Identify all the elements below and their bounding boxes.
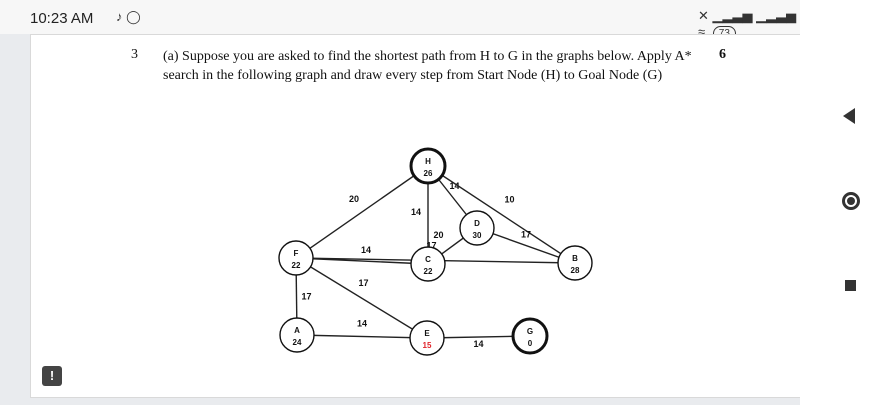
node-heuristic-G: 0: [528, 339, 533, 348]
alert-icon[interactable]: !: [42, 366, 62, 386]
node-F: [278, 240, 314, 276]
recent-apps-icon[interactable]: [845, 280, 856, 291]
home-icon[interactable]: [842, 192, 860, 210]
whatsapp-icon: ◯: [126, 9, 141, 24]
node-D: [459, 210, 495, 246]
edge-weight-C-D: 20: [433, 230, 443, 240]
status-time: 10:23 AM: [30, 10, 94, 27]
signal-icon-2: ▁▂▃▅: [756, 8, 797, 23]
document-page: 3 (a) Suppose you are asked to find the …: [30, 34, 802, 398]
node-heuristic-H: 26: [424, 169, 433, 178]
tiktok-icon: ♪: [116, 9, 123, 24]
node-heuristic-D: 30: [473, 231, 482, 240]
node-heuristic-B: 28: [571, 266, 580, 275]
edge-weight-F-E: 17: [358, 278, 368, 288]
edge-H-B: [427, 165, 576, 264]
edge-A-E: [296, 334, 428, 339]
node-B: [557, 245, 593, 281]
edge-weight-H-B: 10: [504, 195, 514, 205]
edge-weight-H-D: 14: [449, 181, 459, 191]
question-text: (a) Suppose you are asked to find the sh…: [163, 49, 692, 83]
edge-H-F: [295, 165, 429, 259]
signal-icon: ▁▂▃▅: [712, 8, 753, 23]
navigation-bar: [800, 0, 878, 405]
node-label-E: E: [424, 329, 430, 338]
node-label-H: H: [425, 157, 431, 166]
node-E: [409, 320, 445, 356]
node-C: [410, 246, 446, 282]
edge-weight-F-A: 17: [301, 292, 311, 302]
node-label-A: A: [294, 326, 300, 335]
node-H: [409, 147, 447, 185]
node-A: [279, 317, 315, 353]
node-label-F: F: [294, 249, 299, 258]
edge-F-E: [295, 257, 428, 339]
back-icon[interactable]: [843, 108, 855, 124]
mute-icon: ✕: [698, 8, 709, 23]
edge-weight-D-B: 17: [521, 230, 531, 240]
edge-weight-H-F: 20: [349, 194, 359, 204]
node-label-G: G: [527, 327, 533, 336]
edge-weight-A-E: 14: [357, 319, 367, 329]
node-label-D: D: [474, 219, 480, 228]
status-bar: 10:23 AM ♪ ◯ ✕ ▁▂▃▅ ▁▂▃▅ ≈ 73: [0, 0, 800, 41]
edge-weight-H-C: 14: [411, 207, 421, 217]
document-viewer[interactable]: 3 (a) Suppose you are asked to find the …: [0, 34, 802, 405]
node-heuristic-E: 15: [423, 341, 432, 350]
node-label-C: C: [425, 255, 431, 264]
edge-weight-F-B: 17: [426, 241, 436, 251]
edge-weight-F-C: 14: [361, 245, 371, 255]
node-G: [511, 317, 549, 355]
node-heuristic-C: 22: [424, 267, 433, 276]
edge-weight-E-G: 14: [473, 339, 483, 349]
question-marks: 6: [719, 47, 726, 62]
node-label-B: B: [572, 254, 578, 263]
node-heuristic-A: 24: [293, 338, 302, 347]
wifi-icon: ≈: [698, 24, 706, 39]
question-number: 3: [131, 47, 138, 62]
node-heuristic-F: 22: [292, 261, 301, 270]
